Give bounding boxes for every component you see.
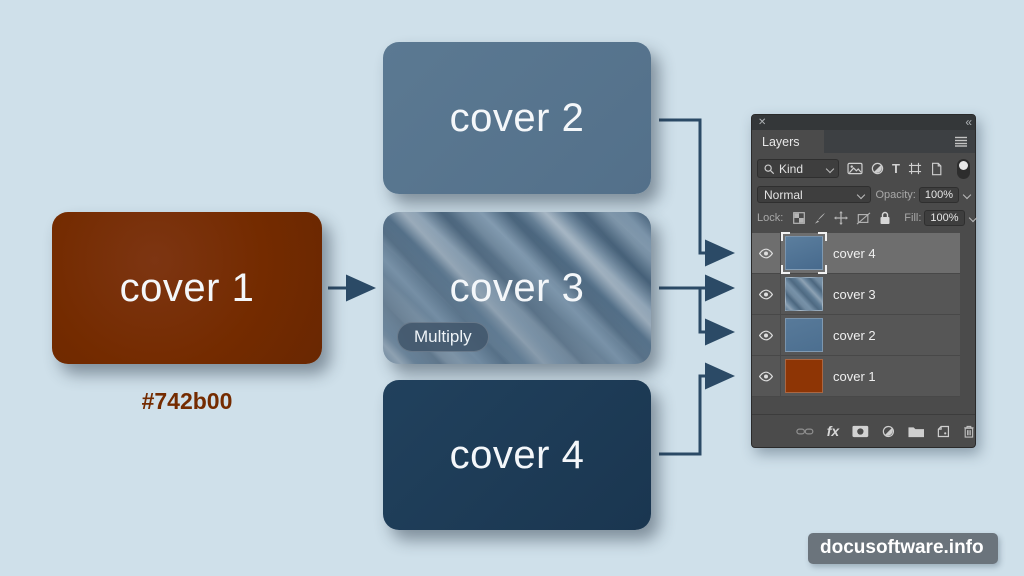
kind-filter-dropdown[interactable]: Kind xyxy=(757,159,840,178)
layer-row-cover4[interactable]: cover 4 xyxy=(752,232,960,274)
watermark: docusoftware.info xyxy=(808,533,998,564)
eye-icon xyxy=(758,248,774,258)
opacity-label: Opacity: xyxy=(875,188,916,201)
chevron-down-icon[interactable] xyxy=(968,213,977,223)
panel-footer: fx xyxy=(752,414,975,447)
arrow-cover4-to-panel xyxy=(659,362,735,456)
layer-style-fx-icon[interactable]: fx xyxy=(826,423,840,439)
layer-thumbnail-cover2[interactable] xyxy=(785,318,823,352)
filter-icons: T xyxy=(847,158,970,179)
card-cover4: cover 4 xyxy=(383,380,651,530)
search-icon xyxy=(764,163,775,174)
visibility-cell[interactable] xyxy=(752,274,781,314)
lock-icons xyxy=(793,211,891,225)
lock-position-move-icon[interactable] xyxy=(834,211,849,225)
card-cover4-label: cover 4 xyxy=(449,432,585,477)
eye-icon xyxy=(758,371,774,381)
layer-name[interactable]: cover 4 xyxy=(833,245,876,261)
panel-tabbar: Layers xyxy=(752,130,975,153)
shape-layer-filter-icon[interactable] xyxy=(908,162,922,175)
close-icon[interactable]: ✕ xyxy=(758,117,767,128)
filter-row: Kind T xyxy=(757,158,970,179)
arrow-cover2-to-panel xyxy=(659,118,735,267)
new-layer-icon[interactable] xyxy=(937,425,950,438)
layers-panel: ✕ « Layers Kind xyxy=(751,114,977,448)
opacity-value[interactable]: 100% xyxy=(918,186,959,203)
adjustment-layer-filter-icon[interactable] xyxy=(871,162,884,175)
layer-name[interactable]: cover 2 xyxy=(833,327,876,343)
add-layer-mask-icon[interactable] xyxy=(852,425,869,438)
smart-object-filter-icon[interactable] xyxy=(930,162,943,176)
eye-icon xyxy=(758,330,774,340)
panel-titlebar: ✕ « xyxy=(752,115,975,130)
blend-mode-value: Normal xyxy=(764,187,803,202)
lock-pixels-brush-icon[interactable] xyxy=(813,212,826,225)
delete-layer-trash-icon[interactable] xyxy=(963,425,975,438)
lock-artboard-icon[interactable] xyxy=(856,211,871,225)
layer-row-cover1[interactable]: cover 1 xyxy=(752,356,960,397)
card-cover1-label: cover 1 xyxy=(119,265,255,310)
layer-list: cover 4 cover 3 xyxy=(752,232,960,397)
fill-label: Fill: xyxy=(904,212,922,224)
tab-layers[interactable]: Layers xyxy=(752,130,824,153)
arrow-cover3-branch-to-panel xyxy=(698,288,735,346)
blend-row: Normal Opacity: 100% xyxy=(757,186,972,203)
type-layer-filter-icon[interactable]: T xyxy=(892,161,900,176)
panel-menu-icon[interactable] xyxy=(954,136,968,147)
layer-name[interactable]: cover 3 xyxy=(833,286,876,302)
layer-thumbnail-cover1[interactable] xyxy=(785,359,823,393)
tab-layers-label: Layers xyxy=(762,134,800,149)
blend-mode-badge: Multiply xyxy=(397,322,489,352)
layer-row-cover3[interactable]: cover 3 xyxy=(752,274,960,315)
lock-label: Lock: xyxy=(757,212,784,224)
new-adjustment-layer-icon[interactable] xyxy=(882,425,895,438)
lock-row: Lock: xyxy=(757,210,977,226)
card-cover3-label: cover 3 xyxy=(449,265,585,310)
layer-row-cover2[interactable]: cover 2 xyxy=(752,315,960,356)
filter-toggle-switch[interactable] xyxy=(957,158,970,179)
card-cover3: cover 3 Multiply xyxy=(383,212,651,364)
layer-thumbnail-cover4[interactable] xyxy=(781,232,827,274)
link-layers-icon[interactable] xyxy=(796,427,814,436)
lock-transparency-icon[interactable] xyxy=(793,212,806,224)
fill-group: Fill: 100% xyxy=(899,210,977,226)
cover1-hex-label: #742b00 xyxy=(141,388,233,414)
fill-value[interactable]: 100% xyxy=(924,210,965,226)
visibility-cell[interactable] xyxy=(752,315,781,355)
layer-name[interactable]: cover 1 xyxy=(833,368,876,384)
pixel-layer-filter-icon[interactable] xyxy=(847,162,863,175)
visibility-cell[interactable] xyxy=(752,356,781,396)
collapse-panel-icon[interactable]: « xyxy=(965,115,972,129)
chevron-down-icon xyxy=(856,190,865,199)
kind-filter-label: Kind xyxy=(779,161,804,176)
card-cover2-label: cover 2 xyxy=(449,95,585,140)
chevron-down-icon xyxy=(825,164,835,173)
card-cover1: cover 1 xyxy=(52,212,322,364)
eye-icon xyxy=(758,289,774,299)
chevron-down-icon[interactable] xyxy=(962,190,972,199)
blend-mode-dropdown[interactable]: Normal xyxy=(757,186,871,203)
lock-all-icon[interactable] xyxy=(879,211,891,225)
card-cover2: cover 2 xyxy=(383,42,651,194)
layer-thumbnail-cover3[interactable] xyxy=(785,277,823,311)
new-group-folder-icon[interactable] xyxy=(908,425,925,438)
visibility-cell[interactable] xyxy=(752,233,781,273)
